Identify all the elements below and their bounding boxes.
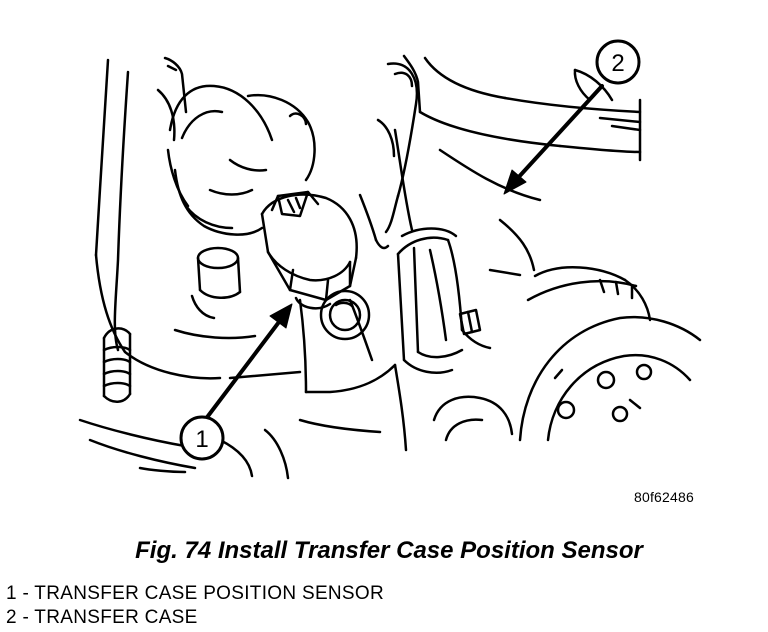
housing-plug <box>190 246 242 320</box>
legend-item: 2 - TRANSFER CASE <box>6 607 198 628</box>
lower-housing <box>298 395 514 442</box>
callout-leader-1 <box>203 303 293 422</box>
callout-1-number: 1 <box>195 426 208 453</box>
callout-leader-2 <box>503 84 604 195</box>
legend: 1 - TRANSFER CASE POSITION SENSOR 2 - TR… <box>6 582 384 630</box>
figure-code: 80f62486 <box>634 489 694 505</box>
technical-illustration: 1 2 <box>78 39 702 480</box>
case-bracket <box>396 227 492 374</box>
figure-caption: Fig. 74 Install Transfer Case Position S… <box>135 537 643 564</box>
output-flange <box>518 278 702 442</box>
legend-item: 1 - TRANSFER CASE POSITION SENSOR <box>6 583 385 604</box>
housing-stud <box>102 327 132 403</box>
callout-1: 1 <box>179 415 225 461</box>
transfer-case-housing <box>78 54 652 480</box>
sensor-port <box>319 289 371 341</box>
callout-2: 2 <box>595 39 641 85</box>
callout-2-number: 2 <box>611 50 624 77</box>
technician-hand <box>166 62 419 250</box>
position-sensor <box>260 190 358 310</box>
